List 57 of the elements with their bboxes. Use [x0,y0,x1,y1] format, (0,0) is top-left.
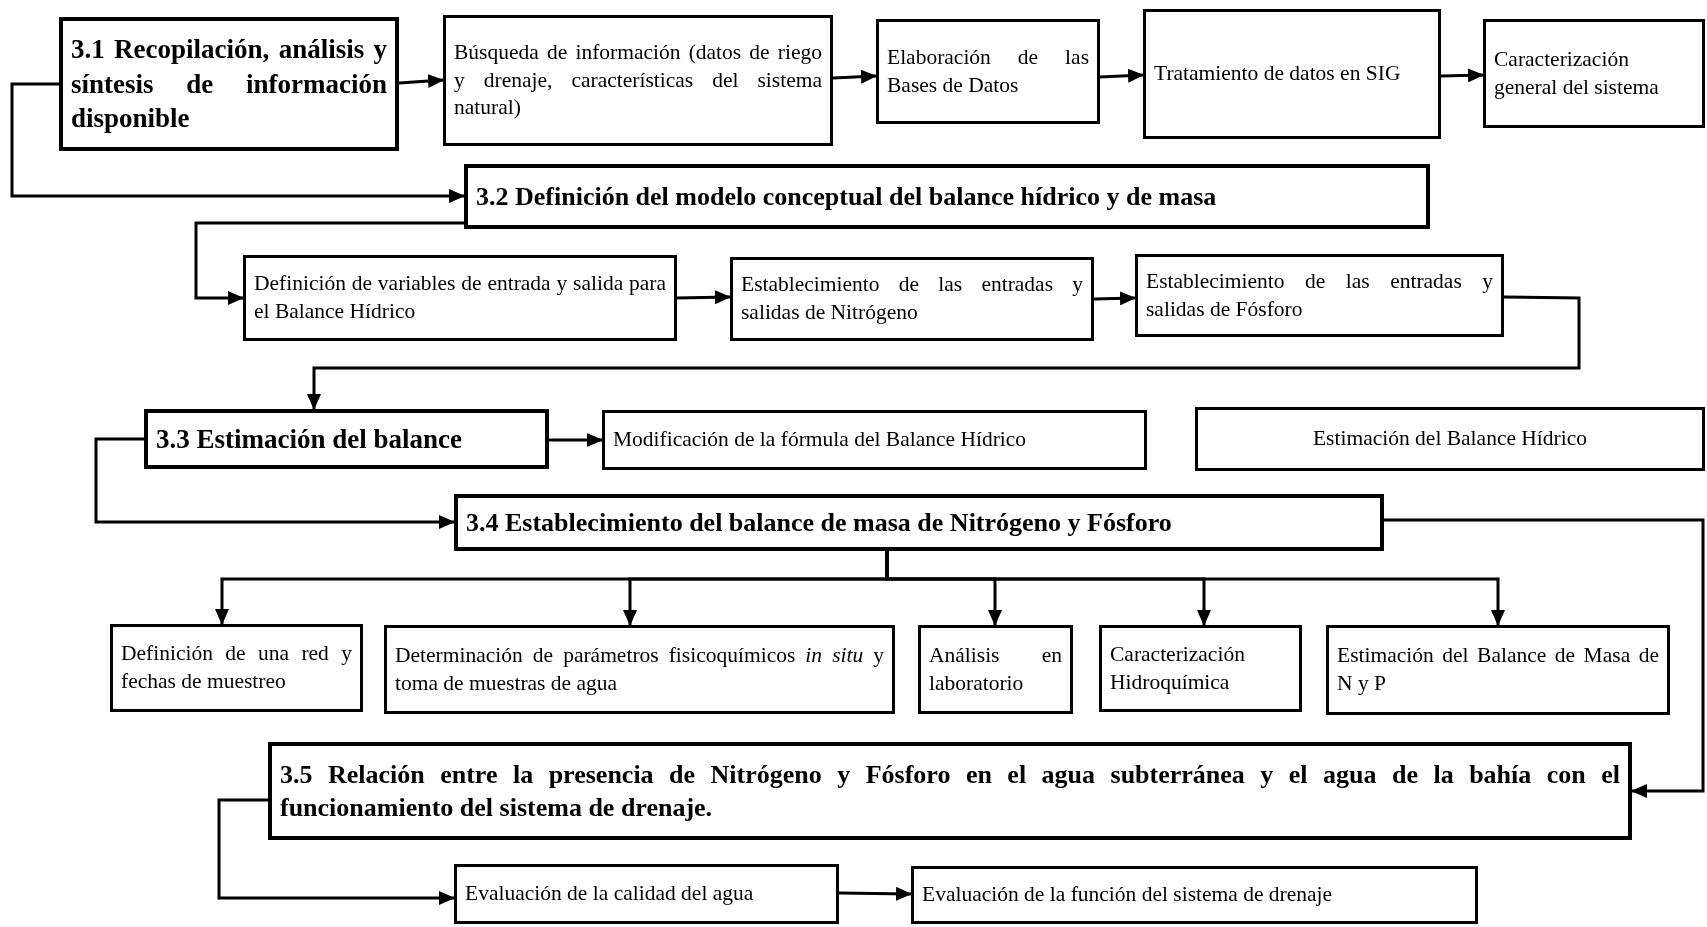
process-box [602,410,1147,470]
arrow [307,295,1581,410]
step-text: Definición de variables de entrada y salida para el Balance Hídrico [254,270,666,325]
process-box [1143,9,1441,139]
process-box [1135,254,1504,337]
arrow [832,69,877,84]
section-title: 3.5 Relación entre la presencia de Nitrógeno y Fósforo en el agua subterránea y el agua de la bahía con el funcionamiento del sistema de drenaje. [280,758,1620,824]
arrow [885,551,1505,626]
step-text: Evaluación de la función del sistema de drenaje [922,881,1334,909]
process-box [911,866,1478,924]
arrow [94,437,455,529]
step-text: Modificación de la fórmula del Balance Hídrico [613,426,1028,454]
arrow [1384,518,1705,798]
arrow [838,886,912,901]
section-box [454,494,1384,551]
process-box [243,255,677,341]
arrow [1440,68,1484,83]
process-box [110,624,363,712]
arrow [1099,68,1144,83]
arrow [398,74,444,88]
step-text: Determinación de parámetros fisicoquímicos in situ y toma de muestras de agua [395,642,884,697]
process-box [1483,19,1705,128]
section-box [59,17,399,151]
arrow [1093,291,1136,306]
step-text: Análisis en laboratorio [929,642,1062,697]
process-box [443,15,833,146]
arrow [217,798,455,905]
section-title: 3.1 Recopilación, análisis y síntesis de información disponible [71,33,387,136]
section-box [268,742,1632,840]
section-title: 3.2 Definición del modelo conceptual del balance hídrico y de masa [476,180,1218,213]
process-box [1099,625,1302,712]
process-box [454,864,839,924]
process-box [1195,407,1705,471]
step-text: Caracterización general del sistema [1494,46,1660,101]
process-box [918,625,1073,714]
step-text: Establecimiento de las entradas y salidas de Fósforo [1146,268,1493,323]
step-text: Estimación del Balance Hídrico [1312,425,1588,453]
step-text: Establecimiento de las entradas y salidas de Nitrógeno [741,271,1083,326]
section-box [144,409,549,469]
process-box [384,625,895,714]
arrow [194,221,464,305]
process-box [730,257,1094,341]
arrow [549,433,603,447]
step-text: Caracterización Hidroquímica [1110,641,1246,696]
section-box [464,164,1430,229]
step-text: Tratamiento de datos en SIG [1154,60,1402,88]
step-text: Estimación del Balance de Masa de N y P [1337,642,1659,697]
arrow [10,82,465,203]
step-text: Definición de una red y fechas de muestreo [121,640,352,695]
arrow [676,290,731,305]
process-box [876,19,1100,124]
process-box [1326,625,1670,715]
step-text: Búsqueda de información (datos de riego y drenaje, características del sistema natural) [454,39,822,122]
step-text: Elaboración de las Bases de Datos [887,44,1089,99]
step-text: Evaluación de la calidad del agua [465,880,755,908]
section-title: 3.3 Estimación del balance [156,422,463,456]
section-title: 3.4 Establecimiento del balance de masa de Nitrógeno y Fósforo [466,506,1173,539]
